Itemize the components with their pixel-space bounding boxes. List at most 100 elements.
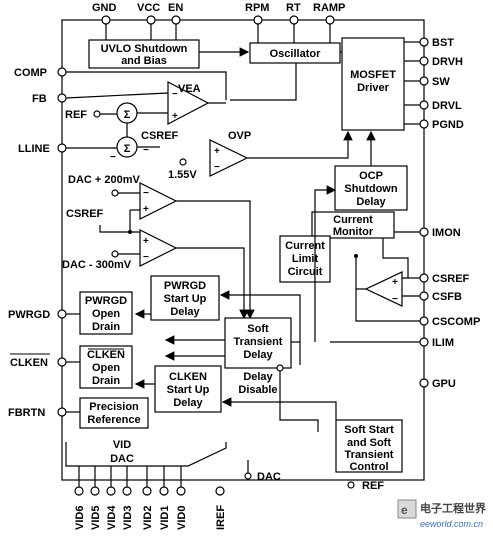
soft-transient-delay-block [224,317,292,369]
pin-vid6[interactable] [74,486,84,496]
pin-iref[interactable] [215,486,225,496]
pin-imon-label: IMON [432,227,461,239]
vea-label: VEA [178,83,201,95]
pwrgd-delay-line3: Delay [170,306,200,318]
pin-fbrtn-label: FBRTN [8,407,45,419]
pin-pgnd[interactable] [419,119,429,129]
precision-ref-line2: Reference [87,414,140,426]
pin-vid3[interactable] [122,486,132,496]
pin-lline-label: LLINE [18,143,50,155]
pin-drvl[interactable] [419,100,429,110]
pin-vcc-label: VCC [137,2,160,14]
pin-vid2[interactable] [142,486,152,496]
pin-csref-label: CSREF [432,273,470,285]
current-limit-line1: Current [285,240,325,252]
mosfet-line1: MOSFET [350,69,396,81]
pin-sw[interactable] [419,76,429,86]
pin-fb[interactable] [57,93,67,103]
pin-vid1[interactable] [159,486,169,496]
current-limit-line3: Circuit [288,266,323,278]
pin-ramp[interactable] [325,15,335,25]
pin-bst[interactable] [419,37,429,47]
ref-label: REF [65,109,87,121]
pin-drvl-label: DRVL [432,100,462,112]
clken-od-line2: Open [92,362,120,374]
watermark: e 电子工程世界 eeworld.com.cn [397,499,486,529]
clken-od-line3: Drain [92,375,120,387]
pin-rt-label: RT [286,2,301,14]
svg-text:−: − [214,162,220,173]
pin-gpu-label: GPU [432,378,456,390]
pin-ilim[interactable] [419,337,429,347]
pin-clken[interactable] [57,357,67,367]
pin-rt[interactable] [289,15,299,25]
pin-comp-label: COMP [14,67,47,79]
svg-text:+: + [143,236,149,247]
svg-text:+: + [214,146,220,157]
ref-node-label: REF [362,480,384,492]
pin-vid3-label: VID3 [122,506,134,530]
svg-text:+: + [172,111,178,122]
pin-drvh-label: DRVH [432,56,463,68]
pin-rpm[interactable] [253,15,263,25]
pin-vid0[interactable] [176,486,186,496]
oscillator-label: Oscillator [270,48,321,60]
pwrgd-od-line3: Drain [92,321,120,333]
delay-disable-line2: Disable [238,384,277,396]
mosfet-line2: Driver [357,82,390,94]
pin-gnd[interactable] [101,15,111,25]
sigma-1-label: Σ [124,109,131,121]
pin-imon[interactable] [419,227,429,237]
delay-disable-line1: Delay [243,371,273,383]
pin-csfb[interactable] [419,291,429,301]
precision-ref-line1: Precision [89,401,139,413]
soft-transient-line1: Soft [247,323,269,335]
precision-reference-block [79,397,149,429]
pin-en[interactable] [171,15,181,25]
pwrgd-delay-block [150,275,220,321]
pin-vid4[interactable] [106,486,116,496]
svg-text:+: + [392,277,398,288]
pwrgd-od-line1: PWRGD [85,295,127,307]
soft-transient-line3: Delay [243,349,273,361]
pin-pwrgd-label: PWRGD [8,309,50,321]
pin-pwrgd[interactable] [57,309,67,319]
pin-gnd-label: GND [92,2,117,14]
vid-dac-block [65,442,227,467]
dac-plus-label: DAC + 200mV [68,174,141,186]
pin-comp[interactable] [57,67,67,77]
pin-fbrtn[interactable] [57,407,67,417]
uvlo-block [88,39,200,69]
pin-fb-label: FB [32,93,47,105]
pin-vid5[interactable] [90,486,100,496]
uvlo-line2: and Bias [121,55,167,67]
vid-dac-line2: DAC [110,453,134,465]
svg-text:−: − [143,252,149,263]
mosfet-driver-block [341,37,405,131]
pin-vid1-label: VID1 [159,506,171,530]
pin-cscomp[interactable] [419,316,429,326]
ocp-line3: Delay [356,196,386,208]
pin-lline[interactable] [57,143,67,153]
pwrgd-od-line2: Open [92,308,120,320]
pin-vid2-label: VID2 [142,506,154,530]
bottom-pins: VID6 VID5 VID4 VID3 VID2 VID1 VID0 IREF [74,466,227,530]
soft-start-line3: Transient [345,449,394,461]
pin-clken-label: CLKEN [10,357,48,369]
cs-amplifier [364,271,403,307]
pwrgd-delay-line1: PWRGD [164,280,206,292]
soft-start-line4: Control [349,461,388,473]
svg-text:−: − [392,294,398,305]
dac-minus-label: DAC - 300mV [62,259,132,271]
pin-gpu[interactable] [419,378,429,388]
ocp-line1: OCP [359,170,383,182]
left-pins: COMP FB LLINE PWRGD CLKEN FBRTN [8,67,67,419]
pwrgd-open-drain [79,291,133,335]
pin-vcc[interactable] [146,15,156,25]
current-monitor-line2: Monitor [333,226,374,238]
pin-csref[interactable] [419,273,429,283]
clken-delay-line2: Start Up [167,384,210,396]
ovp-opamp [209,139,249,177]
pin-drvh[interactable] [419,56,429,66]
